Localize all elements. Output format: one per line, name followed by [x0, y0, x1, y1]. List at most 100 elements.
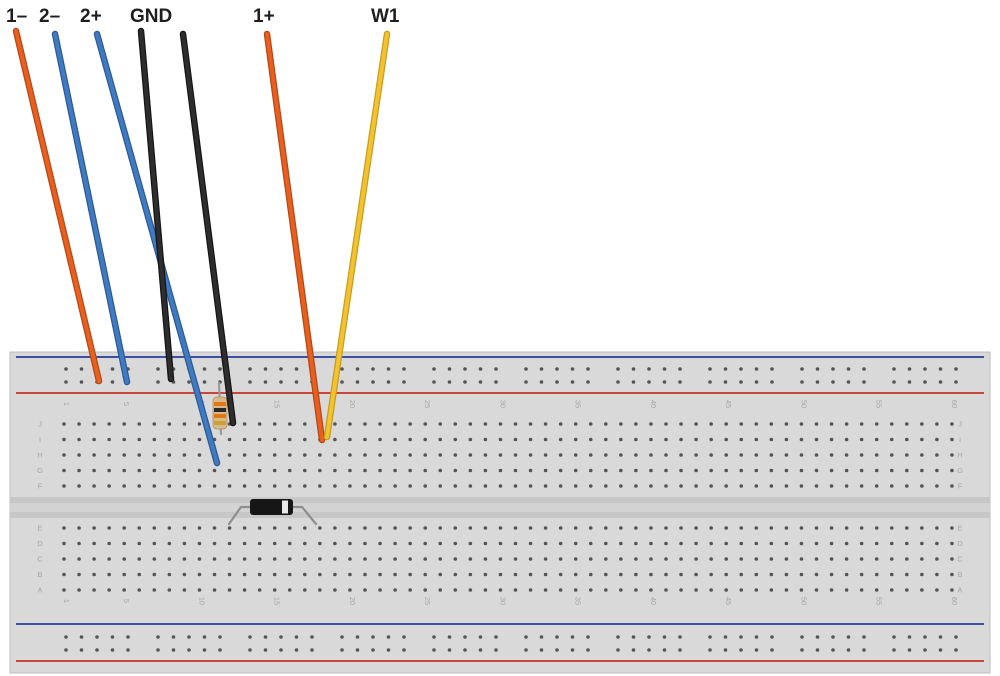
grid-hole [107, 484, 111, 488]
column-number: 45 [724, 597, 733, 605]
grid-hole [197, 572, 202, 577]
row-letter: G [957, 466, 963, 475]
grid-hole [333, 437, 337, 442]
rail-hole [494, 648, 498, 652]
grid-hole [558, 526, 563, 530]
grid-hole [318, 484, 322, 488]
rail-hole [64, 380, 68, 384]
rail-hole [708, 367, 712, 371]
grid-hole [679, 468, 683, 473]
grid-hole [197, 526, 202, 530]
grid-hole [438, 572, 443, 577]
grid-hole [122, 468, 126, 473]
grid-hole [619, 453, 623, 457]
grid-hole [920, 422, 924, 426]
grid-hole [423, 437, 428, 442]
rail-hole [586, 635, 590, 639]
grid-hole [408, 572, 412, 577]
row-letter: I [959, 435, 961, 444]
grid-hole [874, 526, 879, 530]
row-letter: F [38, 482, 43, 491]
grid-hole [182, 588, 187, 592]
grid-hole [212, 541, 217, 546]
wire-2minus [53, 32, 129, 384]
grid-hole [889, 526, 894, 530]
grid-hole [649, 541, 653, 546]
grid-hole [468, 468, 473, 473]
grid-hole [859, 557, 864, 561]
grid-hole [92, 572, 96, 577]
grid-hole [724, 437, 728, 442]
grid-hole [408, 453, 412, 457]
grid-hole [498, 422, 503, 426]
grid-hole [212, 557, 217, 561]
rail-hole [754, 635, 759, 639]
grid-hole [167, 484, 172, 488]
grid-hole [167, 557, 172, 561]
grid-hole [62, 588, 66, 592]
column-number: 5 [122, 402, 131, 406]
grid-hole [152, 541, 157, 546]
grid-hole [664, 437, 668, 442]
grid-hole [272, 468, 277, 473]
grid-hole [137, 422, 142, 426]
grid-hole [528, 557, 533, 561]
grid-hole [874, 588, 879, 592]
grid-hole [197, 557, 202, 561]
grid-hole [468, 453, 473, 457]
grid-hole [182, 453, 187, 457]
grid-hole [513, 422, 518, 426]
grid-hole [182, 541, 187, 546]
column-number: 35 [574, 400, 583, 408]
grid-hole [829, 453, 834, 457]
rail-hole [432, 635, 436, 639]
grid-hole [859, 437, 864, 442]
grid-hole [363, 422, 367, 426]
grid-hole [829, 437, 834, 442]
grid-hole [272, 422, 277, 426]
grid-hole [363, 453, 367, 457]
grid-hole [558, 484, 563, 488]
rail-hole [187, 648, 191, 652]
grid-hole [408, 422, 412, 426]
rail-hole [263, 367, 268, 371]
grid-hole [77, 422, 81, 426]
rail-hole [954, 648, 958, 652]
rail-hole [754, 648, 759, 652]
grid-hole [393, 557, 397, 561]
grid-hole [799, 484, 804, 488]
grid-hole [935, 588, 939, 592]
grid-hole [619, 437, 623, 442]
grid-hole [814, 453, 819, 457]
grid-hole [724, 526, 728, 530]
grid-hole [122, 557, 126, 561]
rail-hole [110, 635, 115, 639]
grid-hole [709, 484, 713, 488]
grid-hole [588, 453, 593, 457]
grid-hole [588, 484, 593, 488]
grid-hole [769, 453, 774, 457]
grid-hole [679, 588, 683, 592]
grid-hole [363, 541, 367, 546]
grid-hole [739, 453, 744, 457]
grid-hole [167, 437, 172, 442]
grid-hole [769, 484, 774, 488]
rail-hole [355, 367, 360, 371]
rail-hole [79, 380, 84, 384]
grid-hole [573, 484, 578, 488]
grid-hole [905, 541, 909, 546]
grid-hole [257, 484, 262, 488]
grid-hole [348, 468, 352, 473]
grid-hole [333, 526, 337, 530]
grid-hole [859, 422, 864, 426]
grid-hole [724, 422, 728, 426]
grid-hole [769, 526, 774, 530]
rail-hole [846, 380, 851, 384]
grid-hole [468, 572, 473, 577]
grid-hole [77, 484, 81, 488]
grid-hole [423, 422, 428, 426]
grid-hole [513, 557, 518, 561]
wire-label-w1: W1 [371, 6, 400, 27]
grid-hole [679, 541, 683, 546]
grid-hole [378, 468, 382, 473]
